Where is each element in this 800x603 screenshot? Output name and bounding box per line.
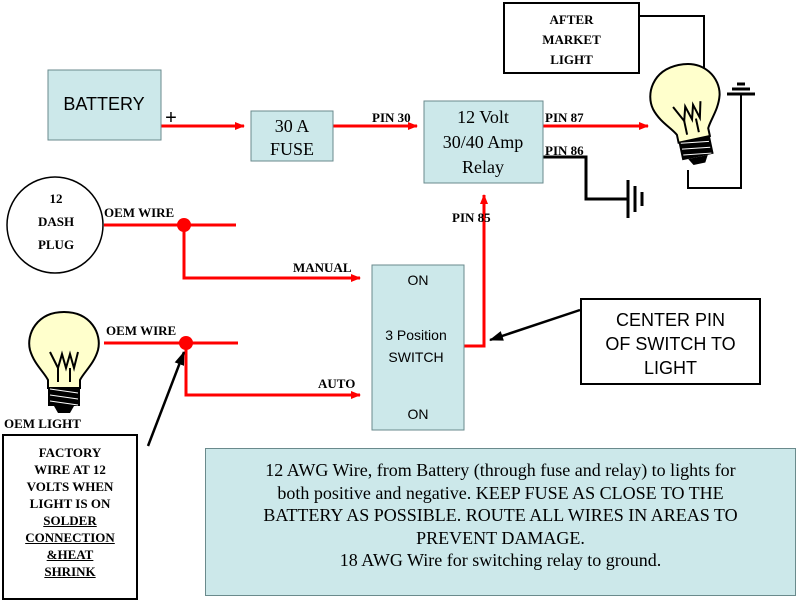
manual-label: MANUAL: [293, 260, 352, 275]
factory-note-line: VOLTS WHEN: [26, 479, 114, 494]
arrow-icon: [146, 351, 186, 447]
relay-label-3: Relay: [462, 157, 504, 177]
factory-note-line: FACTORY: [38, 445, 102, 460]
factory-note-line: SHRINK: [44, 564, 96, 579]
switch-icon: ON 3 Position SWITCH ON: [371, 264, 465, 431]
auto-label: AUTO: [318, 376, 355, 391]
center-pin-line: LIGHT: [643, 358, 697, 378]
wire-oem-light: [104, 336, 361, 399]
wire-gauge-note: 12 AWG Wire, from Battery (through fuse …: [205, 448, 796, 596]
pin30-label: PIN 30: [372, 110, 411, 125]
factory-note-line: LIGHT IS ON: [29, 496, 111, 511]
center-pin-note: CENTER PIN OF SWITCH TO LIGHT: [580, 298, 761, 385]
wire-pin85: [464, 194, 488, 348]
battery: BATTERY +: [47, 69, 177, 141]
dash-plug-label-1: 12: [50, 191, 63, 206]
oem-light-label: OEM LIGHT: [4, 416, 81, 431]
relay-label-2: 30/40 Amp: [443, 132, 524, 152]
fuse: 30 A FUSE: [250, 110, 334, 162]
switch-on-bottom: ON: [408, 406, 429, 422]
switch-label-2: SWITCH: [388, 349, 443, 365]
after-market-light-label: AFTER MARKET LIGHT: [503, 2, 640, 74]
center-pin-line: CENTER PIN: [615, 310, 725, 330]
fuse-label-2: FUSE: [270, 139, 314, 159]
ground-wire-pin86: [543, 155, 628, 201]
dash-plug-label-3: PLUG: [38, 237, 74, 252]
switch-on-top: ON: [408, 272, 429, 288]
battery-label: BATTERY: [63, 94, 144, 114]
switch-label-1: 3 Position: [385, 327, 446, 343]
dash-plug: 12 DASH PLUG: [6, 176, 104, 274]
relay: 12 Volt 30/40 Amp Relay: [423, 100, 544, 184]
fuse-label-1: 30 A: [275, 116, 310, 136]
factory-note-line: &HEAT: [46, 547, 94, 562]
after-market-line: LIGHT: [550, 52, 593, 67]
bulb-icon: [643, 56, 735, 173]
after-light-ground: [687, 82, 755, 189]
after-market-line: MARKET: [542, 32, 601, 47]
ground-icon: [626, 180, 644, 218]
arrow-icon: [489, 308, 581, 342]
bulb-icon: [28, 311, 100, 414]
note-line: 18 AWG Wire for switching relay to groun…: [339, 550, 662, 570]
pin86-label: PIN 86: [545, 143, 584, 158]
note-line: both positive and negative. KEEP FUSE AS…: [277, 482, 724, 503]
after-market-line: AFTER: [549, 12, 594, 27]
dash-plug-label-2: DASH: [38, 214, 74, 229]
pin87-label: PIN 87: [545, 110, 584, 125]
after-box-leader: [640, 15, 705, 84]
factory-note-line: WIRE AT 12: [34, 462, 106, 477]
solder-joint-oem-light: [179, 336, 193, 350]
oem-wire-label-bottom: OEM WIRE: [106, 323, 176, 338]
factory-note-line: SOLDER: [43, 513, 97, 528]
note-line: BATTERY AS POSSIBLE. ROUTE ALL WIRES IN …: [263, 505, 738, 525]
relay-label-1: 12 Volt: [457, 107, 509, 127]
solder-joint-dash: [177, 218, 191, 232]
center-pin-line: OF SWITCH TO: [605, 334, 736, 354]
note-line: 12 AWG Wire, from Battery (through fuse …: [265, 460, 736, 480]
oem-wire-label-top: OEM WIRE: [104, 205, 174, 220]
pin85-label: PIN 85: [452, 210, 491, 225]
note-line: PREVENT DAMAGE.: [416, 527, 585, 548]
factory-wire-note: FACTORY WIRE AT 12 VOLTS WHEN LIGHT IS O…: [2, 434, 138, 600]
factory-note-line: CONNECTION: [25, 530, 115, 545]
battery-terminal: +: [165, 107, 177, 129]
wire-dash-oem: [104, 218, 361, 282]
